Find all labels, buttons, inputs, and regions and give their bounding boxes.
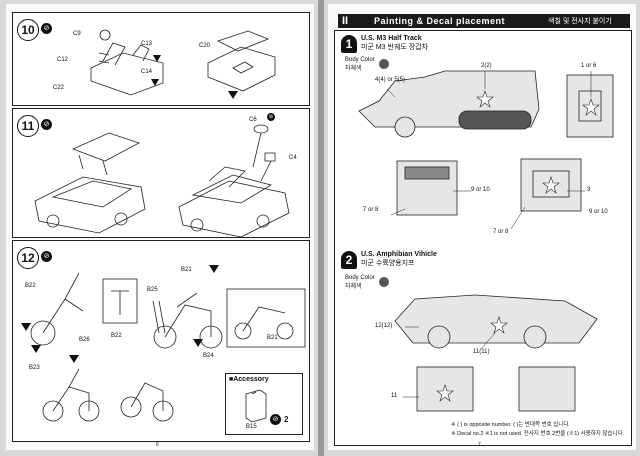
part-label: C13 xyxy=(141,41,153,47)
page-gutter xyxy=(318,0,324,456)
body-color-label: Body Color 차체색 xyxy=(345,57,375,72)
decal-callout: 1 or 6 xyxy=(581,63,597,69)
left-page: 10 ⊘ C9 C12 C22 C13 C14 C20 11 ⊘ xyxy=(6,4,314,450)
decal-callout: 11 xyxy=(391,393,398,399)
part-label: B25 xyxy=(147,287,158,293)
part-label: B21 xyxy=(267,335,278,341)
part-label: C6 xyxy=(249,117,257,123)
part-label: B21 xyxy=(181,267,192,273)
part-label: C4 xyxy=(289,155,297,161)
part-label: C14 xyxy=(141,69,153,75)
step-11-panel: 11 ⊘ C6 ⊘ C4 xyxy=(12,108,310,238)
section-banner: II Painting & Decal placement 색칠 및 전사지 붙… xyxy=(338,14,630,28)
part-label: B22 xyxy=(25,283,36,289)
body-color-swatch xyxy=(379,59,389,69)
step-10-illustration xyxy=(90,29,276,99)
cement-icon: ⊘ xyxy=(270,414,281,425)
section-title-korean: 색칠 및 전사지 붙이기 xyxy=(548,18,612,25)
decal-callout: 9 or 10 xyxy=(471,187,490,193)
body-color-label: Body Color 차체색 xyxy=(345,275,375,290)
part-label: B23 xyxy=(29,365,40,371)
section-title: Painting & Decal placement xyxy=(374,16,506,26)
decal-callout: 7 or 8 xyxy=(363,207,379,213)
accessory-box: ■Accessory B15 ⊘ 2 xyxy=(225,373,303,435)
body-color-swatch xyxy=(379,277,389,287)
part-label: C22 xyxy=(53,85,65,91)
cement-icon: ⊘ xyxy=(41,23,52,34)
page-number: 6 xyxy=(156,442,159,448)
step-12-illustration xyxy=(21,265,306,422)
cement-icon: ⊘ xyxy=(267,113,275,121)
part-label: B15 xyxy=(246,424,257,430)
vehicle-illustrations xyxy=(358,70,614,412)
vehicle-title: U.S. Amphibian Vihicle 미군 수륙양용지프 xyxy=(361,251,437,267)
step-10-panel: 10 ⊘ C9 C12 C22 C13 C14 C20 xyxy=(12,12,310,106)
part-label: C20 xyxy=(199,43,211,49)
decal-callout: 9 or 10 xyxy=(589,209,608,215)
part-label: B26 xyxy=(79,337,90,343)
decal-callout: 3 xyxy=(587,187,591,193)
vehicle-number: 1 xyxy=(341,35,357,53)
part-count: 2 xyxy=(284,415,289,424)
page-number: 7 xyxy=(478,442,481,448)
decal-callout: 12(12) xyxy=(375,323,393,329)
accessory-title: ■Accessory xyxy=(229,376,269,383)
cement-icon: ⊘ xyxy=(41,119,52,130)
part-label: C12 xyxy=(57,57,69,63)
part-label: B22 xyxy=(111,333,122,339)
decal-notes: ※ ( ) is opposite number. ( )는 반대쪽 번호 입니… xyxy=(451,422,625,437)
right-page: II Painting & Decal placement 색칠 및 전사지 붙… xyxy=(328,4,636,450)
step-12-panel: 12 ⊘ B2 xyxy=(12,240,310,442)
part-label: B24 xyxy=(203,353,214,359)
vehicle-number: 2 xyxy=(341,251,357,269)
cement-icon: ⊘ xyxy=(41,251,52,262)
decal-callout: 4(4) or 5(5) xyxy=(375,77,406,83)
step-number: 10 xyxy=(17,19,39,41)
step-number: 11 xyxy=(17,115,39,137)
decal-panel: 1 U.S. M3 Half Track 미군 M3 반궤도 장갑차 Body … xyxy=(334,30,632,446)
decal-callout: 7 or 8 xyxy=(493,229,509,235)
jerrycan-illustration xyxy=(245,389,267,423)
vehicle-title: U.S. M3 Half Track 미군 M3 반궤도 장갑차 xyxy=(361,35,429,51)
section-roman: II xyxy=(342,15,349,27)
decal-callout: 2(2) xyxy=(481,63,492,69)
step-number: 12 xyxy=(17,247,39,269)
part-label: C9 xyxy=(73,31,81,37)
step-11-illustration xyxy=(34,124,290,237)
decal-callout: 11(11) xyxy=(473,349,490,355)
